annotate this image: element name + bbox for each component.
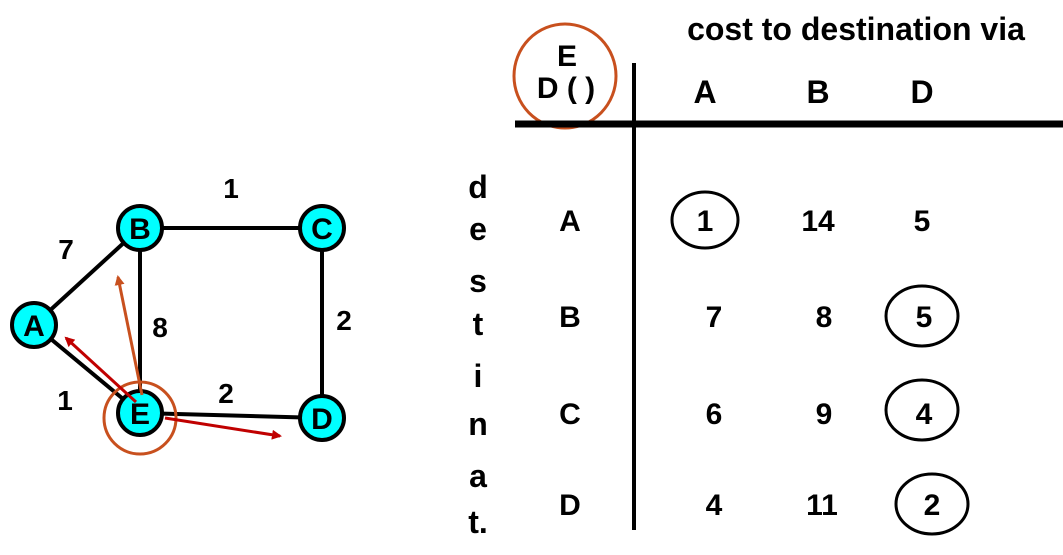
node-b: B: [116, 204, 164, 252]
arrow-e-to-d: [164, 416, 282, 440]
edge-weight-b-c: 1: [223, 173, 239, 204]
row-label-a: A: [559, 205, 581, 238]
table-header-title: cost to destination via: [687, 11, 1025, 47]
side-letter-4: i: [474, 358, 483, 394]
corner-label-main: D ( ): [537, 72, 595, 105]
node-d: D: [298, 394, 346, 442]
row-label-d: D: [559, 489, 581, 522]
corner-label-superscript: E: [557, 40, 577, 73]
edge-weight-c-d: 2: [336, 305, 352, 336]
table-row-b: B 7 8 5: [559, 284, 960, 348]
table-row-a: A 1 14 5: [559, 190, 931, 250]
node-label-d: D: [311, 403, 333, 436]
node-label-a: A: [23, 310, 45, 343]
side-letter-3: t: [473, 306, 484, 342]
network-graph: 7 1 8 2 1 2 A B C D E: [10, 173, 352, 456]
side-letter-2: s: [469, 263, 487, 299]
cell-a-via-d: 5: [914, 205, 931, 238]
edge-weight-a-b: 7: [58, 234, 74, 265]
side-letter-1: e: [469, 211, 487, 247]
cell-d-via-b: 11: [806, 489, 838, 522]
cell-d-via-d: 2: [924, 489, 941, 522]
min-cost-ring-a: [670, 190, 740, 250]
side-label-destination: d e s t i n a t.: [468, 169, 488, 540]
cell-b-via-b: 8: [816, 301, 833, 334]
side-letter-5: n: [468, 406, 488, 442]
node-c: C: [298, 204, 346, 252]
edge-weight-e-d: 2: [218, 378, 234, 409]
cell-d-via-a: 4: [706, 489, 723, 522]
cell-b-via-a: 7: [706, 301, 723, 334]
edge-weight-b-e: 8: [152, 312, 168, 343]
edge-e-d: [139, 411, 323, 420]
min-cost-ring-d: [894, 472, 970, 536]
column-header-via-b: B: [806, 74, 829, 110]
min-cost-ring-b: [884, 284, 960, 348]
edge-weight-a-e: 1: [57, 385, 73, 416]
table-row-d: D 4 11 2: [559, 472, 970, 536]
side-letter-7: t.: [468, 504, 488, 540]
corner-label: E D ( ): [512, 22, 618, 130]
cell-c-via-d: 4: [916, 398, 933, 431]
column-header-via-d: D: [910, 74, 933, 110]
cell-a-via-a: 1: [697, 205, 714, 238]
node-e: E: [116, 389, 164, 437]
side-letter-0: d: [468, 169, 488, 205]
cell-c-via-b: 9: [816, 398, 833, 431]
cell-a-via-b: 14: [801, 205, 835, 238]
row-label-c: C: [559, 398, 581, 431]
arrow-e-to-a: [64, 336, 138, 404]
side-letter-6: a: [469, 458, 487, 494]
table-row-c: C 6 9 4: [559, 378, 960, 442]
distance-table: cost to destination via E D ( ) A B D d …: [468, 11, 1063, 540]
row-label-b: B: [559, 301, 581, 334]
cell-b-via-d: 5: [916, 301, 933, 334]
arrow-e-to-b: [114, 275, 144, 396]
node-label-b: B: [129, 213, 151, 246]
node-a: A: [10, 301, 58, 349]
cell-c-via-a: 6: [706, 398, 723, 431]
corner-highlight-ring: [512, 22, 618, 130]
node-label-e: E: [130, 398, 150, 431]
min-cost-ring-c: [884, 378, 960, 442]
column-header-via-a: A: [693, 74, 716, 110]
node-label-c: C: [311, 213, 333, 246]
